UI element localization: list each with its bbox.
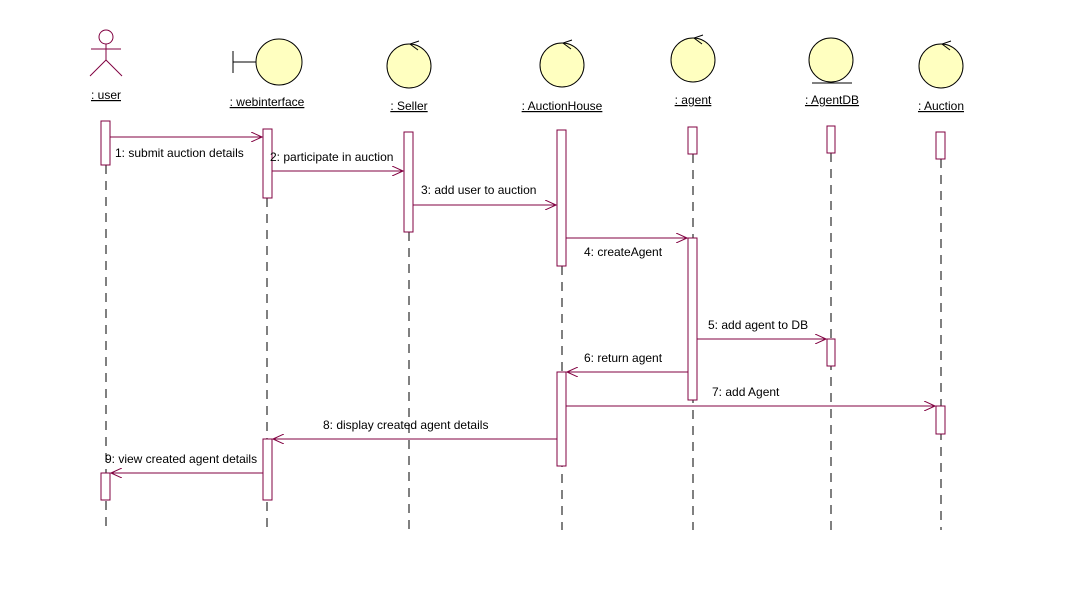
activation-bar-agent [687,126,698,155]
activation-bar-auctionhouse [556,129,567,267]
control-icon [918,40,964,89]
message-label: 7: add Agent [712,385,780,399]
participant-label-auction: : Auction [918,99,964,113]
participant-label-agent: : agent [675,93,712,107]
control-icon [539,39,585,88]
participant-label-auctionhouse: : AuctionHouse [522,99,603,113]
activation-bar-agentdb [826,338,836,367]
message-label: 3: add user to auction [421,183,536,197]
entity-icon [808,37,854,84]
activation-bar-seller [403,131,414,233]
activation-bar-user [100,120,111,166]
activation-bar-webinterface [262,438,273,501]
activation-bar-agentdb [826,125,836,154]
participant-label-webinterface: : webinterface [230,95,305,109]
activation-bar-webinterface [262,128,273,199]
activation-bar-auction [935,131,946,160]
activation-bar-auctionhouse [556,371,567,467]
actor-icon [89,29,123,77]
boundary-icon [232,38,303,86]
control-icon [386,40,432,89]
participant-label-seller: : Seller [390,99,427,113]
activation-bar-user [100,472,111,501]
control-icon [670,34,716,83]
participant-label-user: : user [91,88,121,102]
participant-label-agentdb: : AgentDB [805,93,859,107]
activation-bar-auction [935,405,946,435]
message-label: 5: add agent to DB [708,318,808,332]
activation-bar-agent [687,237,698,401]
message-label: 2: participate in auction [270,150,393,164]
message-label: 1: submit auction details [115,146,244,160]
message-label: 6: return agent [584,351,663,365]
message-label: 4: createAgent [584,245,663,259]
message-label: 9: view created agent details [105,452,257,466]
message-label: 8: display created agent details [323,418,488,432]
